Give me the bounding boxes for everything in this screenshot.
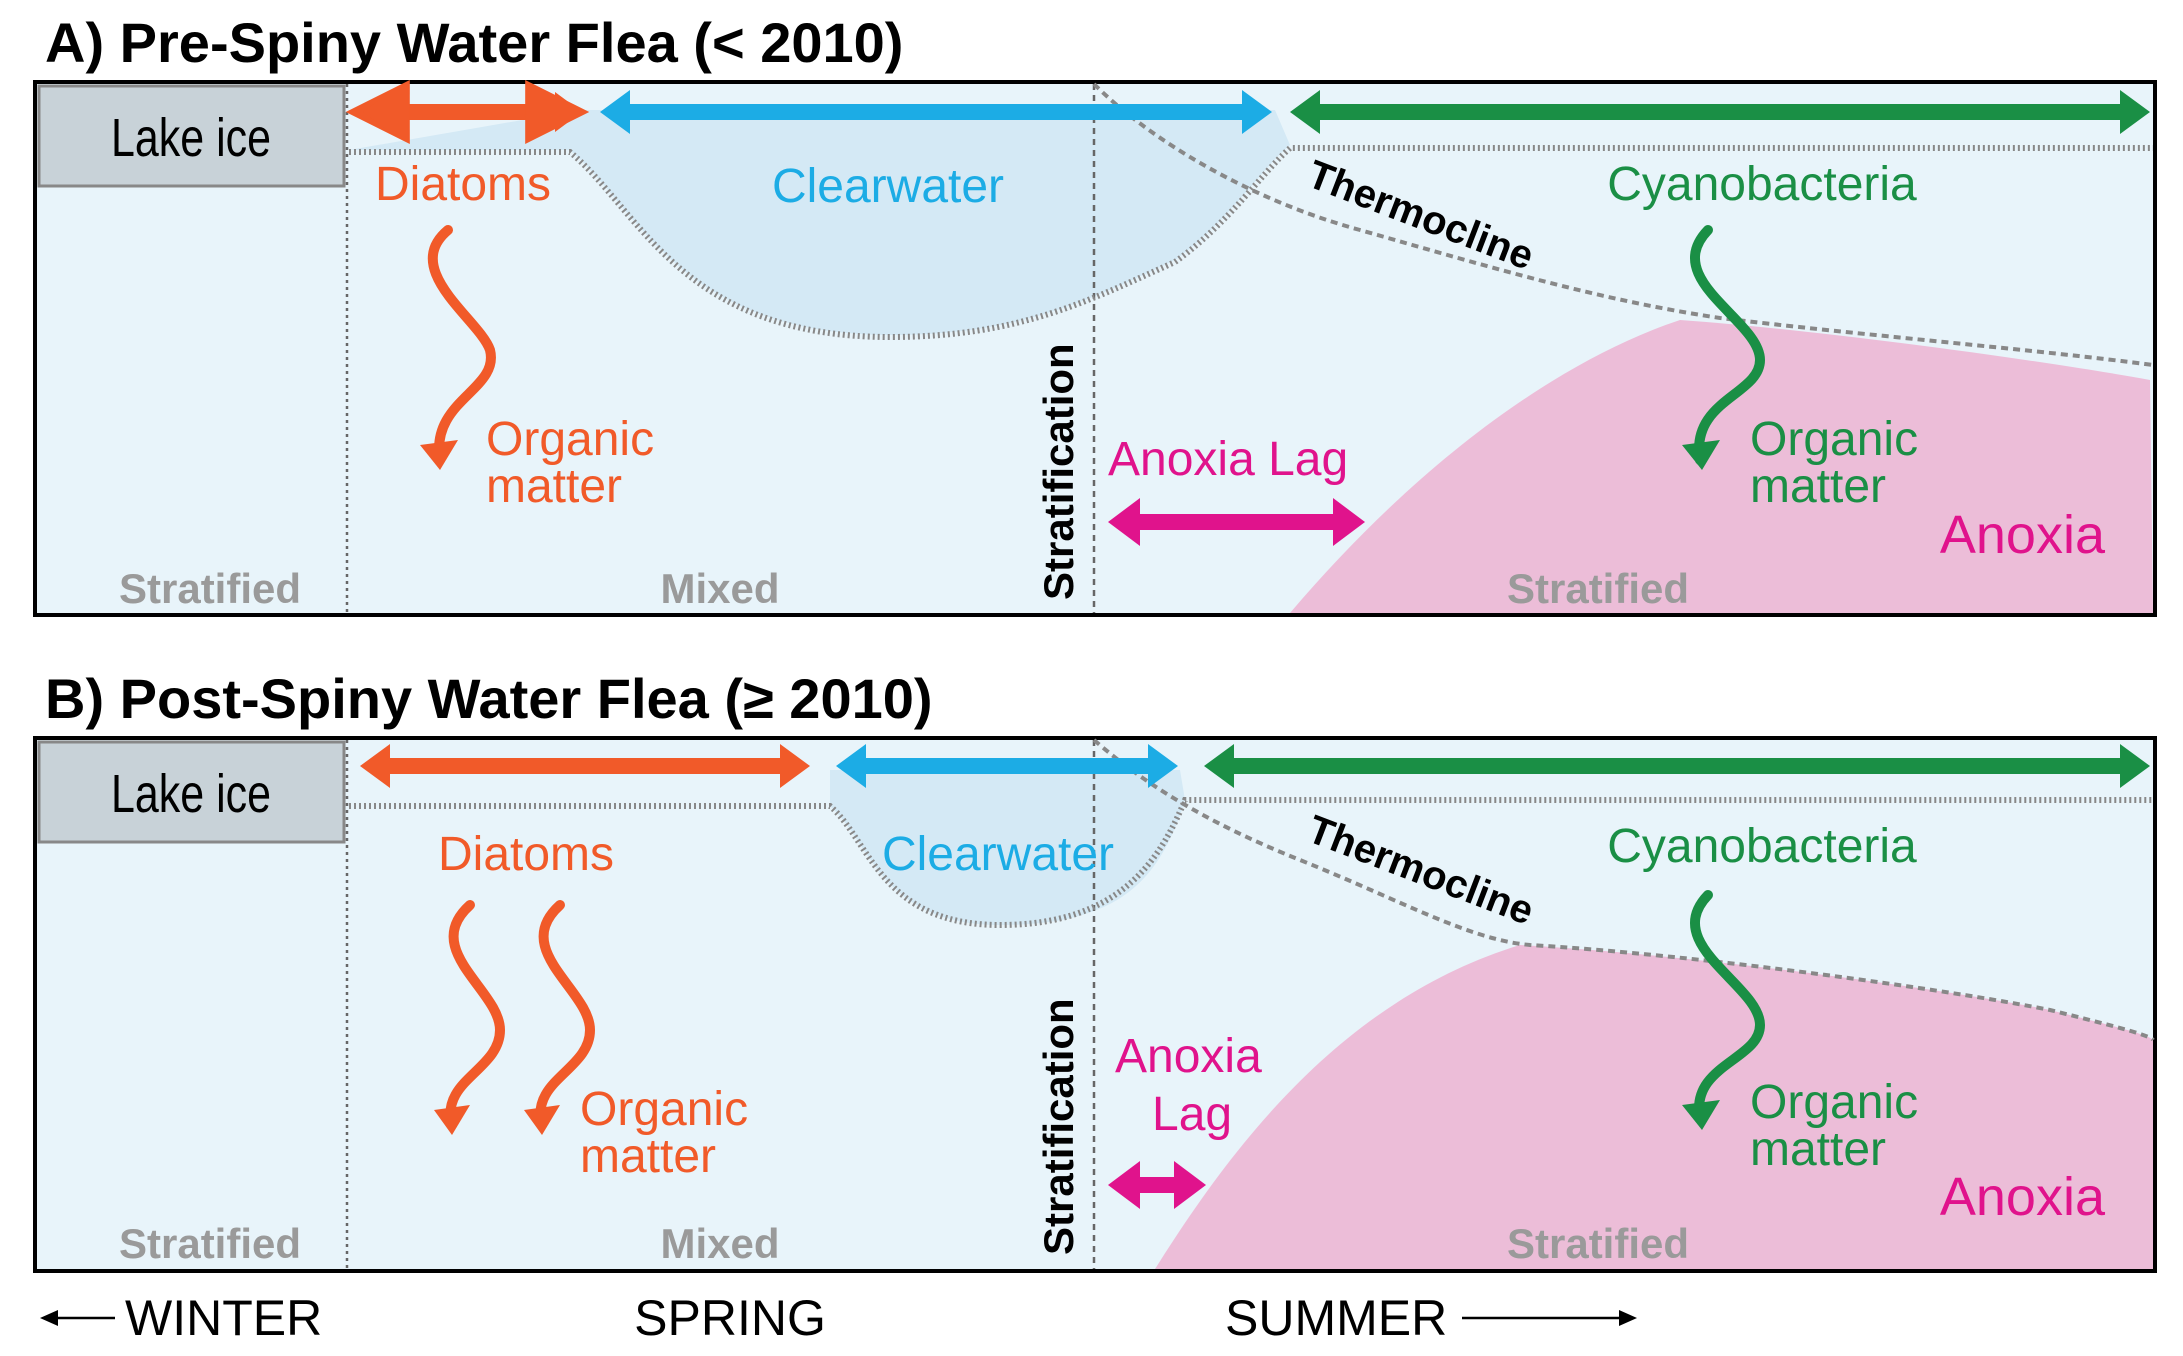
anoxia-label-b: Anoxia: [1940, 1167, 2106, 1227]
panel-a-title: A) Pre-Spiny Water Flea (< 2010): [45, 11, 903, 74]
organic-matter-label-b4: matter: [1750, 1123, 1886, 1176]
summer-arrow-head: [1619, 1310, 1637, 1326]
phase-mixed: Mixed: [660, 565, 779, 612]
mixed-layer-line: [349, 145, 2153, 341]
stratification-label-b: Stratification: [1035, 998, 1082, 1255]
anoxia-lag-head-right-b: [1174, 1161, 1206, 1209]
diatoms-arrow-head-right-b: [780, 744, 810, 788]
cyano-organic-flux-arrow-b: [1690, 890, 1766, 1123]
diatoms-label: Diatoms: [375, 158, 551, 211]
cyano-organic-flux-arrow: [1690, 225, 1766, 465]
organic-matter-label-a4: matter: [1750, 460, 1886, 513]
clearwater-label-b: Clearwater: [882, 828, 1114, 881]
diatoms-arrow-head-left: [363, 92, 390, 132]
cyanobacteria-label-b: Cyanobacteria: [1607, 820, 1917, 873]
cyanobacteria-arrow-head-right-b: [2120, 744, 2150, 788]
season-spring: SPRING: [634, 1290, 826, 1346]
phase-stratified-winter-b: Stratified: [119, 1220, 301, 1267]
clearwater-arrow-head-left: [600, 90, 630, 134]
anoxia-lag-label: Anoxia Lag: [1108, 433, 1348, 486]
organic-matter-label-a2: matter: [486, 460, 622, 513]
panel-b-title: B) Post-Spiny Water Flea (≥ 2010): [45, 667, 933, 730]
mixed-layer-line-b: [349, 797, 2153, 929]
season-winter: WINTER: [125, 1290, 322, 1346]
organic-matter-label-a3: Organic: [1750, 413, 1918, 466]
panel-a: A) Pre-Spiny Water Flea (< 2010) Lake ic…: [33, 11, 2157, 617]
cyanobacteria-arrow-head-right: [2120, 90, 2150, 134]
phase-stratified-summer: Stratified: [1507, 565, 1689, 612]
lake-ice-block: [37, 84, 346, 188]
organic-matter-label-b2: matter: [580, 1130, 716, 1183]
lake-ice-label: Lake ice: [111, 108, 271, 168]
organic-matter-label-b3: Organic: [1750, 1076, 1918, 1129]
diatoms-arrow-head-left-b: [360, 744, 390, 788]
organic-matter-label-b1: Organic: [580, 1083, 748, 1136]
clearwater-basin: [349, 110, 1290, 335]
clearwater-arrow-head-right: [1242, 90, 1272, 134]
phase-stratified-winter: Stratified: [119, 565, 301, 612]
cyano-flux-arrowhead-b: [1682, 1100, 1720, 1130]
lake-ice-block-b: [37, 740, 346, 844]
phase-mixed-b: Mixed: [660, 1220, 779, 1267]
season-summer: SUMMER: [1225, 1290, 1447, 1346]
diatoms-organic-flux-arrow-b1: [445, 900, 506, 1130]
anoxia-lag-head-left: [1108, 498, 1140, 546]
clearwater-basin-b: [830, 770, 1185, 925]
diatoms-flux-arrowhead-b1: [434, 1105, 470, 1135]
anoxia-lag-label-b2: Lag: [1152, 1088, 1232, 1141]
anoxia-region-b: [1155, 945, 2153, 1269]
anoxia-lag-head-right: [1333, 498, 1365, 546]
diatoms-organic-flux-arrow-b2: [535, 900, 596, 1130]
lake-ice-label-b: Lake ice: [111, 764, 271, 824]
diatoms-flux-arrowhead: [420, 440, 458, 470]
stratification-label: Stratification: [1035, 343, 1082, 600]
panel-b: B) Post-Spiny Water Flea (≥ 2010) Lake i…: [33, 667, 2157, 1273]
thermocline-line-b: [1092, 738, 2155, 1042]
organic-matter-label-a1: Organic: [486, 413, 654, 466]
anoxia-lag-head-left-b: [1108, 1161, 1140, 1209]
winter-arrow-head: [40, 1310, 58, 1326]
anoxia-label: Anoxia: [1940, 505, 2106, 565]
cyanobacteria-label: Cyanobacteria: [1607, 158, 1917, 211]
phase-stratified-summer-b: Stratified: [1507, 1220, 1689, 1267]
cyanobacteria-arrow-head-left: [1290, 90, 1320, 134]
diatoms-label-b: Diatoms: [438, 828, 614, 881]
diatoms-flux-arrowhead-b2: [524, 1105, 560, 1135]
clearwater-label: Clearwater: [772, 160, 1004, 213]
anoxia-lag-label-b1: Anoxia: [1115, 1030, 1262, 1083]
season-axis: WINTER SPRING SUMMER: [40, 1290, 1637, 1346]
cyano-flux-arrowhead: [1682, 440, 1720, 470]
diatoms-organic-flux-arrow: [427, 225, 496, 465]
anoxia-region: [1290, 320, 2153, 613]
clearwater-arrow-head-left-b: [836, 744, 866, 788]
diatoms-arrow-head-right: [555, 92, 582, 132]
clearwater-arrow-head-right-b: [1148, 744, 1178, 788]
cyanobacteria-arrow-head-left-b: [1204, 744, 1234, 788]
